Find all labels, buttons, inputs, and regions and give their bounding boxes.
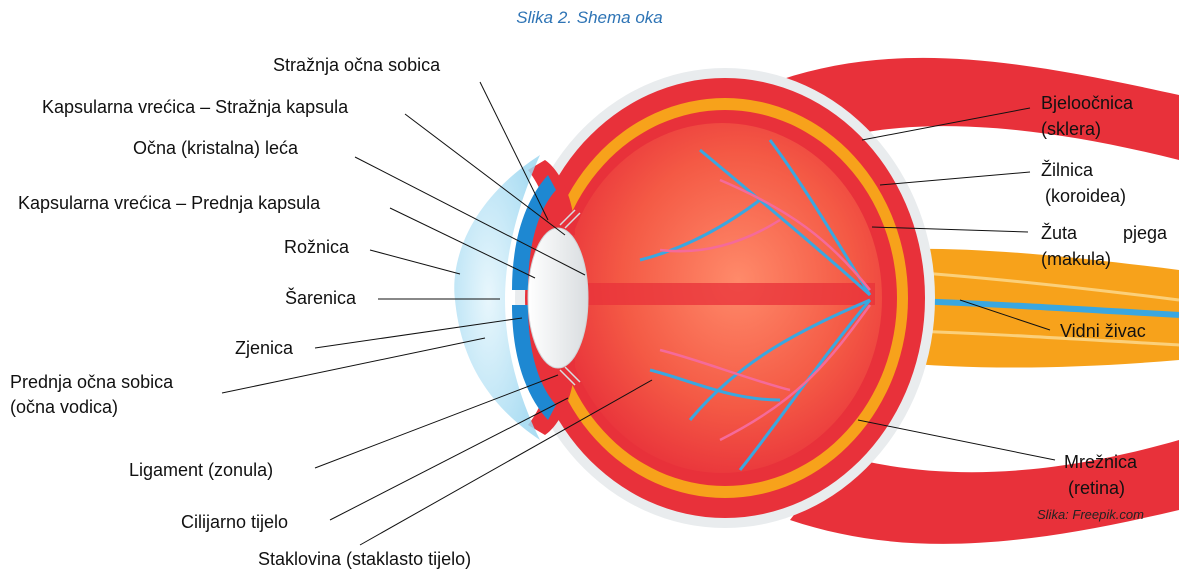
label-ocna-vodica: (očna vodica) <box>10 396 118 418</box>
label-zilnica: Žilnica <box>1041 159 1093 181</box>
label-ligament: Ligament (zonula) <box>129 459 273 481</box>
label-roznica: Rožnica <box>284 236 349 258</box>
label-vidni-zivac: Vidni živac <box>1060 320 1146 342</box>
label-zjenica: Zjenica <box>235 337 293 359</box>
label-retina: (retina) <box>1068 477 1125 499</box>
label-ocna-leca: Očna (kristalna) leća <box>133 137 298 159</box>
label-prednja-ocna-sobica: Prednja očna sobica <box>10 371 173 393</box>
label-prednja-kapsula: Kapsularna vrećica – Prednja kapsula <box>18 192 320 214</box>
label-straznja-kapsula: Kapsularna vrećica – Stražnja kapsula <box>42 96 348 118</box>
label-koroidea: (koroidea) <box>1045 185 1126 207</box>
label-pjega: pjega <box>1123 222 1167 244</box>
label-makula: (makula) <box>1041 248 1111 270</box>
label-mreznica: Mrežnica <box>1064 451 1137 473</box>
label-sarenica: Šarenica <box>285 287 356 309</box>
label-straznja-ocna-sobica: Stražnja očna sobica <box>273 54 440 76</box>
label-staklovina: Staklovina (staklasto tijelo) <box>258 548 471 570</box>
label-zuta: Žuta <box>1041 222 1077 244</box>
image-credit: Slika: Freepik.com <box>1037 507 1144 522</box>
lens <box>528 228 588 368</box>
label-sklera: (sklera) <box>1041 118 1101 140</box>
label-cilijarno-tijelo: Cilijarno tijelo <box>181 511 288 533</box>
label-bjeloocnica: Bjeloočnica <box>1041 92 1133 114</box>
